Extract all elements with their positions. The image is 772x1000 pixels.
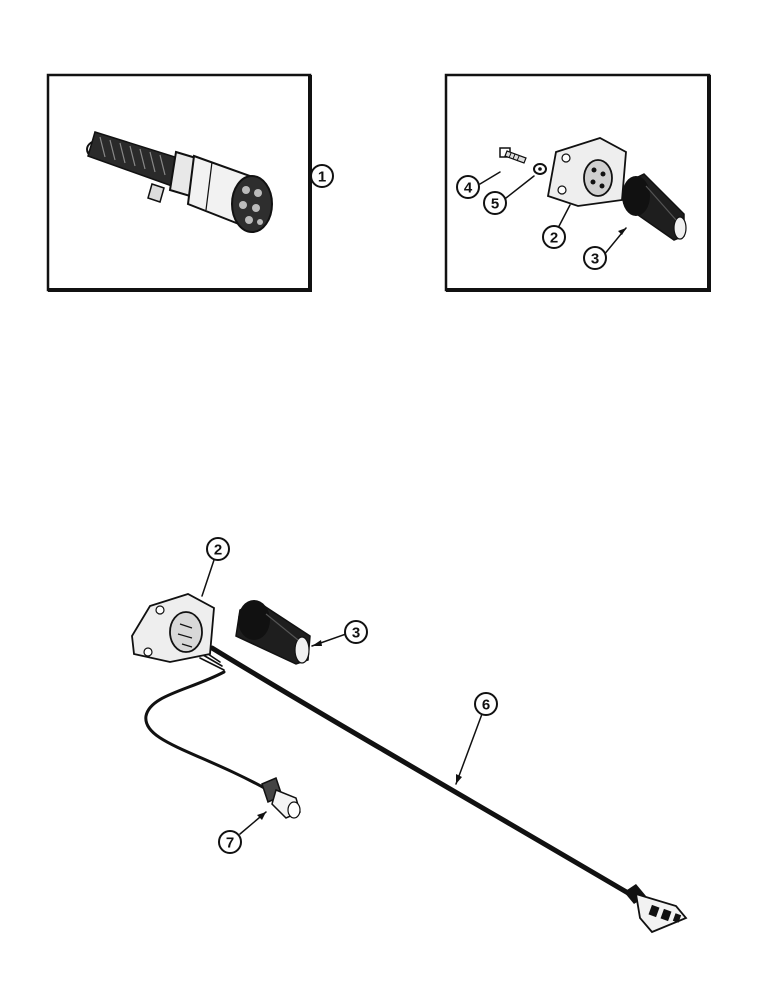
boot-illustration-top bbox=[622, 173, 687, 241]
callout-6: 6 bbox=[474, 692, 498, 716]
plug-illustration bbox=[86, 131, 273, 233]
callout-1-label: 1 bbox=[318, 169, 326, 186]
panel-plug: 1 bbox=[46, 73, 334, 292]
harness-cable bbox=[209, 645, 643, 903]
boot-illustration-bottom bbox=[235, 600, 311, 665]
panel-socket: 4 5 2 3 bbox=[444, 73, 711, 292]
callout-7-label: 7 bbox=[226, 835, 234, 852]
harness-assembly: 2 3 6 7 bbox=[131, 537, 688, 934]
callout-2-bottom: 2 bbox=[206, 537, 230, 561]
callout-4-label: 4 bbox=[464, 180, 473, 197]
callout-5: 5 bbox=[483, 191, 507, 215]
socket-illustration-bottom bbox=[131, 593, 215, 663]
callout-1: 1 bbox=[310, 164, 334, 188]
socket-illustration-top bbox=[546, 137, 627, 207]
callout-6-label: 6 bbox=[482, 697, 490, 714]
callout-2-bottom-label: 2 bbox=[214, 542, 222, 559]
callout-3-bottom: 3 bbox=[344, 620, 368, 644]
sensor-illustration bbox=[261, 776, 301, 819]
harness-connector bbox=[624, 884, 688, 934]
screw-illustration bbox=[499, 147, 527, 164]
callout-2-top-label: 2 bbox=[550, 230, 558, 247]
washer-illustration bbox=[533, 163, 547, 175]
callout-3-top: 3 bbox=[583, 246, 607, 270]
sensor-lead bbox=[144, 670, 270, 792]
callout-3-top-label: 3 bbox=[591, 251, 599, 268]
callout-7: 7 bbox=[218, 830, 242, 854]
callout-3-bottom-label: 3 bbox=[352, 625, 360, 642]
callout-4: 4 bbox=[456, 175, 480, 199]
callout-5-label: 5 bbox=[491, 196, 499, 213]
callout-2-top: 2 bbox=[542, 225, 566, 249]
